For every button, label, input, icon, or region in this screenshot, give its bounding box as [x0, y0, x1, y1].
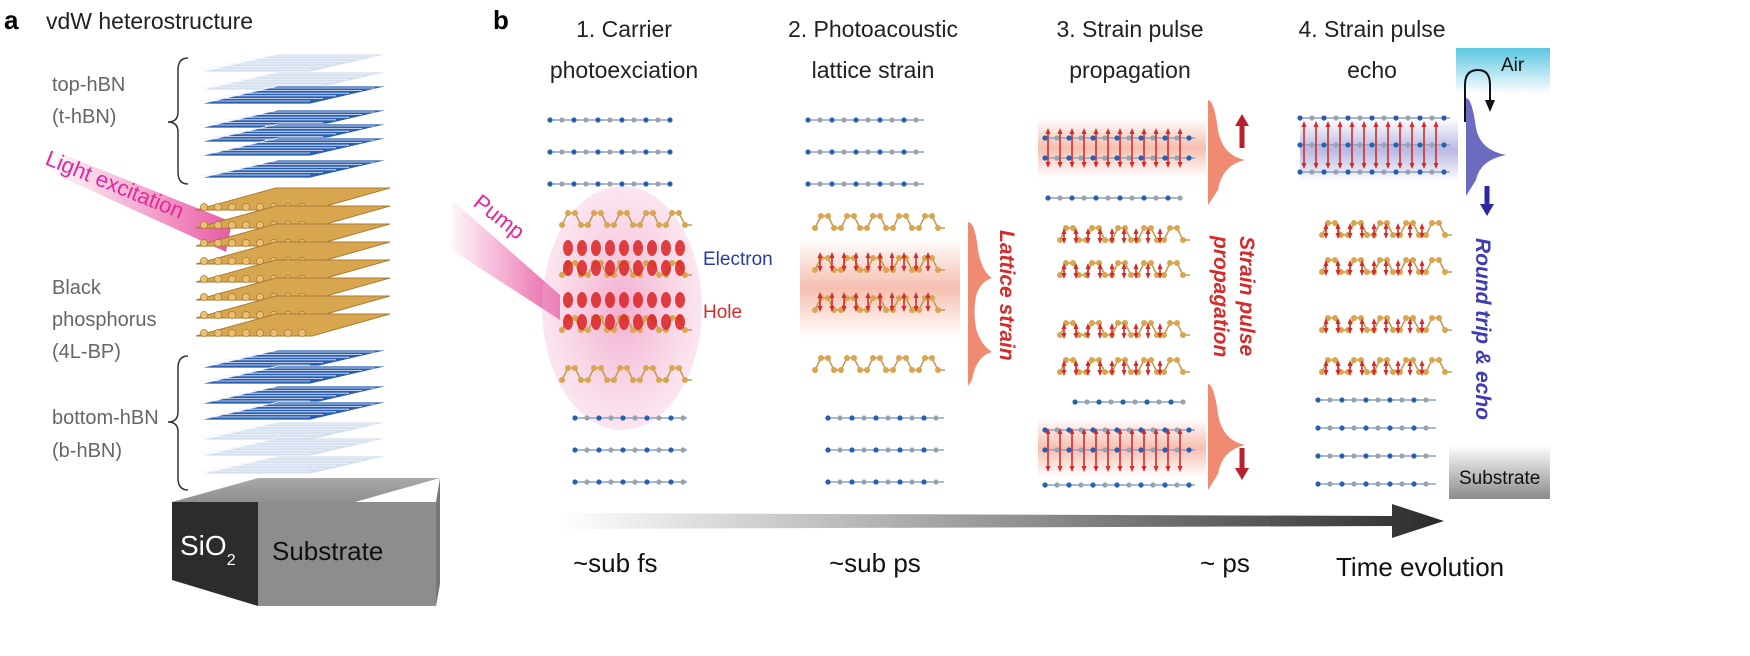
light-excitation-label: Light excitation — [42, 145, 187, 223]
step-2-subtitle: lattice strain — [812, 57, 935, 83]
echo-down-arrow-head — [1480, 204, 1494, 216]
heterostructure-stack — [195, 53, 391, 475]
top-hbn-abbrev: (t-hBN) — [52, 106, 116, 128]
step-3-subtitle: propagation — [1069, 57, 1191, 83]
hbn-layer — [199, 401, 389, 421]
phosphorus-layer — [195, 313, 391, 337]
bottom-hbn-brace — [167, 355, 189, 491]
step-1-structure — [547, 117, 692, 485]
time-label-sub-ps: ~sub ps — [829, 548, 921, 578]
substrate-chem-label: SiO2 — [180, 530, 236, 569]
strain-prop-label-2: propagation — [1209, 235, 1232, 357]
time-evolution-arrow — [560, 504, 1444, 538]
hbn-layer — [199, 421, 389, 441]
step-3-title: 3. Strain pulse — [1056, 16, 1203, 42]
hbn-layer — [199, 437, 389, 457]
substrate-block — [172, 478, 440, 606]
lattice-strain-profile — [968, 222, 992, 386]
step-4-title: 4. Strain pulse — [1298, 16, 1445, 42]
bp-label-1: Black — [52, 277, 102, 299]
strain-prop-label-1: Strain pulse — [1235, 236, 1258, 357]
bottom-hbn-label: bottom-hBN — [52, 407, 159, 429]
electron-label: Electron — [703, 249, 773, 270]
hbn-layer — [199, 53, 389, 73]
time-label-ps: ~ ps — [1200, 548, 1250, 578]
substrate-label-a: Substrate — [272, 536, 383, 566]
phosphorus-layer — [195, 241, 391, 265]
pump-beam — [452, 200, 560, 320]
up-arrow-head — [1235, 114, 1249, 126]
hbn-layer — [199, 385, 389, 405]
bp-label-3: (4L-BP) — [52, 341, 121, 363]
lattice-strain-label: Lattice strain — [995, 230, 1018, 361]
substrate-label-b: Substrate — [1459, 468, 1540, 489]
time-label-sub-fs: ~sub fs — [573, 548, 658, 578]
hbn-layer — [199, 71, 389, 91]
round-trip-label: Round trip & echo — [1471, 238, 1494, 420]
panel-a-letter: a — [4, 5, 19, 35]
time-axis-label: Time evolution — [1336, 552, 1504, 582]
echo-pulse-profile — [1466, 98, 1506, 196]
excitation-region — [542, 186, 702, 430]
bottom-hbn-abbrev: (b-hBN) — [52, 440, 122, 462]
step-2-title: 2. Photoacoustic — [788, 16, 958, 42]
bp-label-2: phosphorus — [52, 309, 157, 331]
step-1-title: 1. Carrier — [576, 16, 672, 42]
echo-loop-arrow — [1464, 68, 1491, 122]
hbn-layer — [199, 159, 389, 179]
top-hbn-brace — [167, 57, 189, 185]
step-1-subtitle: photoexciation — [550, 57, 698, 83]
strain-pulse-upper-profile — [1208, 100, 1245, 205]
light-excitation-beam — [46, 150, 232, 252]
air-label: Air — [1501, 55, 1525, 76]
hole-label: Hole — [703, 302, 742, 323]
step-4-subtitle: echo — [1347, 57, 1397, 83]
step-4-structure — [1297, 115, 1452, 487]
step-2-structure — [805, 117, 945, 485]
strain-band-upper — [1038, 118, 1206, 178]
echo-loop-arrowhead — [1485, 100, 1495, 112]
panel-b-letter: b — [493, 5, 509, 35]
hbn-layer — [199, 455, 389, 475]
hbn-layer — [199, 349, 389, 369]
hbn-layer — [199, 365, 389, 385]
substrate-region-b — [1449, 445, 1550, 499]
strain-pulse-lower-profile — [1208, 384, 1245, 490]
hbn-layer — [199, 85, 389, 105]
step-3-structure — [1042, 128, 1195, 488]
top-hbn-label: top-hBN — [52, 74, 125, 96]
down-arrow-head — [1235, 468, 1249, 480]
hbn-layer — [199, 137, 389, 157]
panel-a-title: vdW heterostructure — [46, 8, 253, 34]
